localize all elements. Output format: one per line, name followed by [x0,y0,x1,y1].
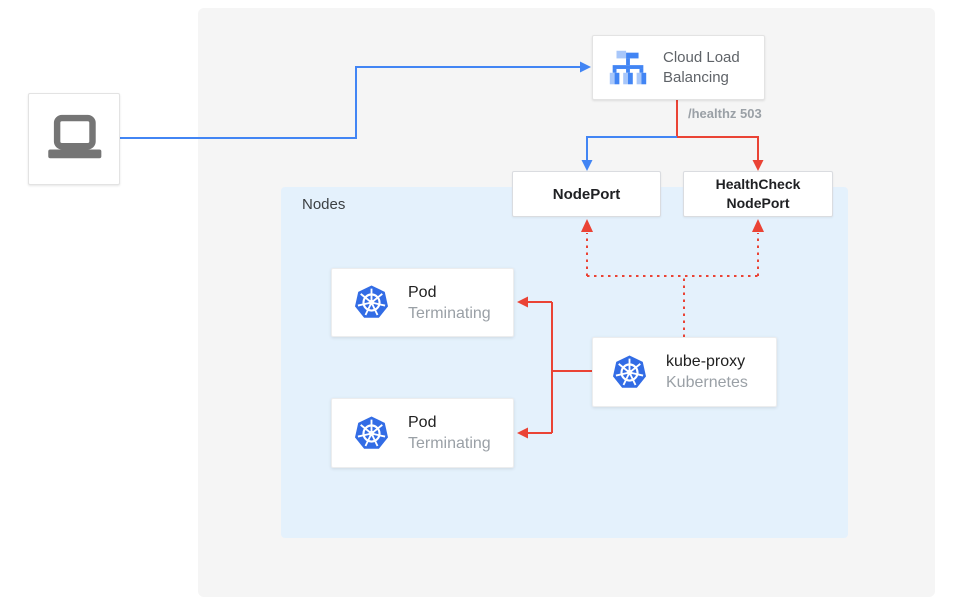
kube-proxy-title: kube-proxy [666,353,746,370]
kubernetes-icon [613,355,646,388]
healthcheck-nodeport-node: HealthCheck NodePort [683,171,833,217]
kubernetes-icon [355,285,388,318]
pod-status: Terminating [408,304,491,322]
nodeport-node: NodePort [512,171,661,217]
healthcheck-label-line2: NodePort [726,195,790,211]
nodeport-label: NodePort [552,185,621,203]
pod-status: Terminating [408,435,491,452]
client-node [28,93,120,185]
pod-terminating-node-1: Pod Terminating [331,268,514,337]
cloud-load-balancing-node: Cloud Load Balancing [592,35,765,100]
healthcheck-label-line1: HealthCheck [715,176,801,192]
cloud-load-balancing-icon [609,50,647,84]
healthz-status-label: /healthz 503 [688,106,762,121]
cloud-load-balancing-label: Cloud Load Balancing [663,48,740,86]
nodes-group-label: Nodes [302,196,346,213]
pod-terminating-node-2: Pod Terminating [331,398,514,468]
kube-proxy-node: kube-proxy Kubernetes [592,337,777,407]
kube-proxy-subtitle: Kubernetes [666,374,748,391]
kubernetes-icon [355,416,388,449]
kube-proxy-labels: kube-proxy Kubernetes [666,351,748,393]
laptop-icon [48,114,102,159]
pod-labels: Pod Terminating [408,412,491,454]
pod-title: Pod [408,283,437,301]
pod-title: Pod [408,414,437,431]
pod-labels: Pod Terminating [408,282,491,324]
